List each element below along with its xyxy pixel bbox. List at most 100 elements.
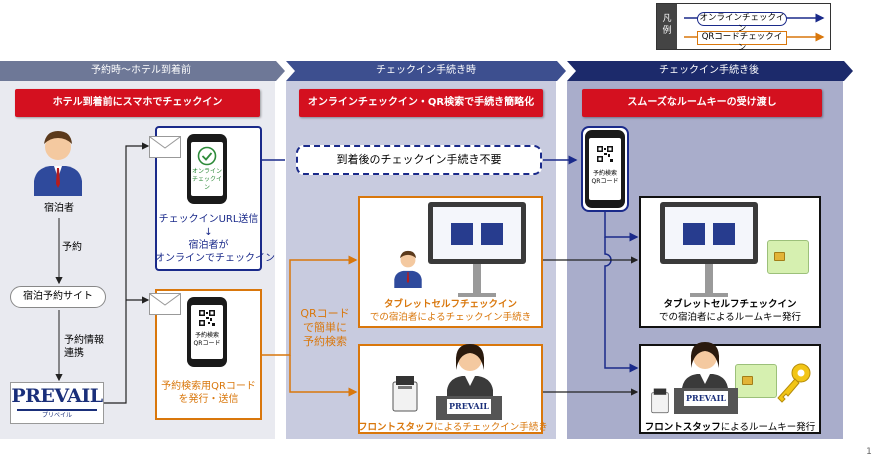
- tablet-kiosk-right: [660, 202, 758, 264]
- tablet-mid-sub: での宿泊者によるチェックイン手続き: [369, 312, 532, 323]
- staff-right-bold: フロントスタッフ: [644, 422, 721, 433]
- tablet-mid-button-search: [451, 223, 473, 245]
- headline-after-checkin: スムーズなルームキーの受け渡し: [582, 89, 822, 117]
- tablet-right-stand: [705, 264, 713, 294]
- guest-person-icon: [32, 126, 84, 196]
- qr-code-icon: [199, 310, 215, 326]
- tablet-right-button-magnify: [713, 223, 735, 245]
- prevail-logo-sub: プリベイル: [41, 412, 72, 419]
- legend-qr-item: QRコードチェックイン: [697, 31, 787, 53]
- info-line-2: 連携: [64, 348, 84, 359]
- qr-search-line-3: 予約検索: [303, 335, 347, 348]
- envelope-icon-online: [149, 136, 181, 158]
- phase-after-checkin: チェックイン手続き後: [659, 65, 759, 76]
- guest-person-icon-mid: [392, 248, 424, 288]
- page-number: 1: [866, 447, 872, 457]
- room-key-card-right-top: [767, 240, 809, 274]
- tablet-right-caption: タブレットセルフチェックイン での宿泊者によるルームキー発行: [639, 298, 821, 324]
- tablet-mid-bold: タブレットセルフチェックイン: [383, 299, 517, 310]
- qr-phone-text: 予約検索 QRコード: [191, 332, 223, 348]
- right-qr-phone: 予約検索 QRコード: [585, 130, 625, 208]
- tablet-right-sub: での宿泊者によるルームキー発行: [659, 312, 801, 323]
- legend-title-bg: 凡例: [657, 4, 677, 49]
- right-phone-text-2: QRコード: [591, 178, 619, 185]
- booking-site-pill: 宿泊予約サイト: [10, 286, 106, 308]
- tablet-mid-screen: [433, 207, 521, 259]
- staff-mid-bold: フロントスタッフ: [358, 422, 435, 433]
- booking-site-label: 宿泊予約サイト: [23, 291, 93, 302]
- phase-chevrons: [0, 61, 853, 81]
- prevail-logo-text: PREVAIL: [11, 385, 103, 407]
- reserve-label: 予約: [62, 242, 82, 253]
- tablet-right-screen: [665, 207, 753, 259]
- online-phone-screen: オンライン チェックイン: [191, 142, 223, 196]
- staff-right-caption: フロントスタッフによるルームキー発行: [639, 421, 821, 434]
- counter-logo-mid-text: PREVAIL: [449, 401, 489, 411]
- qr-code-icon-right: [597, 146, 613, 162]
- qr-code-phone: 予約検索 QRコード: [187, 297, 227, 367]
- envelope-icon-qr: [149, 293, 181, 315]
- legend: 凡例 オンラインチェックイン QRコードチェックイン: [656, 3, 831, 53]
- info-line-1: 予約情報: [64, 335, 104, 346]
- right-phone-screen: 予約検索 QRコード: [589, 138, 621, 200]
- counter-logo-mid: PREVAIL: [447, 399, 491, 414]
- tablet-right-button-search: [683, 223, 705, 245]
- qr-line-1: 予約検索用QRコード: [161, 381, 256, 392]
- right-phone-text-1: 予約検索: [592, 170, 617, 177]
- tablet-mid-button-magnify: [481, 223, 503, 245]
- phase-checkin: チェックイン手続き時: [376, 65, 476, 76]
- counter-logo-right-text: PREVAIL: [686, 393, 726, 403]
- online-line-1: チェックインURL送信: [158, 214, 259, 225]
- guest-label: 宿泊者: [44, 203, 74, 214]
- staff-counter-right: PREVAIL: [674, 388, 738, 414]
- phase-before-arrival: 予約時～ホテル到着前: [91, 65, 191, 76]
- no-procedure-label: 到着後のチェックイン手続き不要: [336, 153, 502, 166]
- online-box-text: チェックインURL送信 ↓ 宿泊者が オンラインでチェックイン: [155, 213, 275, 265]
- counter-logo-right: PREVAIL: [684, 391, 728, 406]
- tablet-mid-stand: [473, 264, 481, 294]
- check-circle-icon: [197, 146, 217, 166]
- legend-online-item: オンラインチェックイン: [697, 12, 787, 34]
- online-line-4: オンラインでチェックイン: [155, 253, 275, 264]
- qr-box-text: 予約検索用QRコード を発行・送信: [155, 380, 262, 406]
- headline-checkin: オンラインチェックイン・QR検索で手続き簡略化: [299, 89, 543, 117]
- tablet-kiosk-mid: [428, 202, 526, 264]
- tablet-right-base: [690, 293, 728, 297]
- online-phone-text: オンライン チェックイン: [191, 168, 223, 192]
- card-chip-icon-2: [742, 376, 753, 385]
- legend-online-label: オンラインチェックイン: [699, 13, 785, 34]
- qr-line-2: を発行・送信: [178, 394, 239, 405]
- staff-mid-caption: フロントスタッフによるチェックイン手続き: [358, 421, 548, 434]
- reservation-info-label: 予約情報 連携: [64, 334, 124, 360]
- prevail-logo: PREVAIL プリベイル: [10, 382, 104, 424]
- qr-phone-screen: 予約検索 QRコード: [191, 305, 223, 359]
- tablet-right-bold: タブレットセルフチェックイン: [663, 299, 797, 310]
- online-checkin-phone: オンライン チェックイン: [187, 134, 227, 204]
- tablet-mid-caption: タブレットセルフチェックイン での宿泊者によるチェックイン手続き: [358, 298, 543, 324]
- online-phone-text-1: オンライン: [191, 168, 222, 175]
- staff-right-rest: によるルームキー発行: [720, 422, 816, 433]
- right-phone-text: 予約検索 QRコード: [589, 170, 621, 186]
- no-procedure-box: 到着後のチェックイン手続き不要: [296, 145, 542, 175]
- qr-phone-text-2: QRコード: [193, 340, 221, 347]
- printer-icon-mid: [392, 376, 418, 412]
- tablet-mid-base: [458, 293, 496, 297]
- staff-person-icon-mid: [445, 340, 495, 402]
- staff-mid-rest: によるチェックイン手続き: [434, 422, 548, 433]
- qr-search-line-2: で簡単に: [303, 321, 347, 334]
- qr-phone-text-1: 予約検索: [194, 332, 219, 339]
- online-phone-text-2: チェックイン: [191, 176, 222, 191]
- online-line-2: ↓: [204, 227, 213, 238]
- printer-icon-right: [651, 388, 669, 414]
- staff-counter-mid: PREVAIL: [436, 396, 502, 420]
- online-line-3: 宿泊者が: [188, 240, 229, 251]
- key-icon: [773, 362, 813, 404]
- prevail-logo-underline: [17, 409, 97, 411]
- card-chip-icon: [774, 252, 785, 261]
- qr-search-label: QRコード で簡単に 予約検索: [294, 307, 356, 349]
- room-key-card-right-bottom: [735, 364, 777, 398]
- headline-before-arrival: ホテル到着前にスマホでチェックイン: [15, 89, 260, 117]
- qr-search-line-1: QRコード: [300, 307, 350, 320]
- legend-qr-label: QRコードチェックイン: [701, 32, 783, 53]
- legend-title: 凡例: [662, 14, 672, 36]
